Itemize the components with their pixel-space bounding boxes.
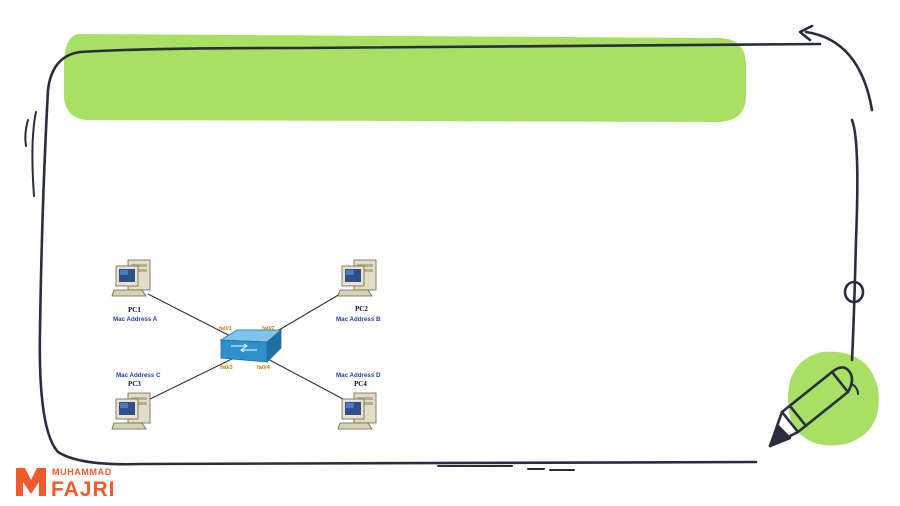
pencil-blob	[788, 351, 879, 446]
link-pc4-switch	[261, 355, 346, 401]
pc2-mac-label: Mac Address B	[336, 316, 381, 323]
pc3-label: PC3	[128, 380, 141, 388]
port-label-pc4: fa0/4	[257, 365, 271, 371]
port-label-pc3: fa0/3	[220, 365, 233, 371]
pc2-icon	[337, 259, 377, 297]
port-label-pc1: fa0/1	[219, 326, 232, 332]
pc4-label: PC4	[354, 380, 367, 388]
port-label-pc2: fa0/2	[262, 326, 275, 332]
title-highlight	[64, 34, 746, 122]
switch-icon	[219, 329, 283, 363]
sketch-frame	[24, 24, 874, 471]
link-pc1-switch	[147, 293, 239, 341]
pc4-icon	[337, 392, 377, 430]
pencil-icon	[768, 366, 859, 448]
pc1-mac-label: Mac Address A	[113, 316, 158, 323]
pc4-mac-label: Mac Address D	[336, 372, 381, 379]
brand-logo: MUHAMMAD FAJRI	[16, 467, 116, 501]
pc1-icon	[111, 259, 151, 297]
brand-logo-mark	[16, 468, 46, 496]
network-diagram: fa0/1 fa0/2 fa0/3 fa0/4 PC1 Mac Address …	[111, 259, 381, 430]
brand-name-main: FAJRI	[51, 478, 116, 501]
brand-name-top: MUHAMMAD	[52, 467, 112, 477]
pc3-icon	[111, 392, 151, 430]
link-pc3-switch	[147, 355, 239, 401]
pc3-mac-label: Mac Address C	[116, 372, 161, 379]
pc1-label: PC1	[128, 306, 141, 314]
pc2-label: PC2	[355, 305, 368, 313]
